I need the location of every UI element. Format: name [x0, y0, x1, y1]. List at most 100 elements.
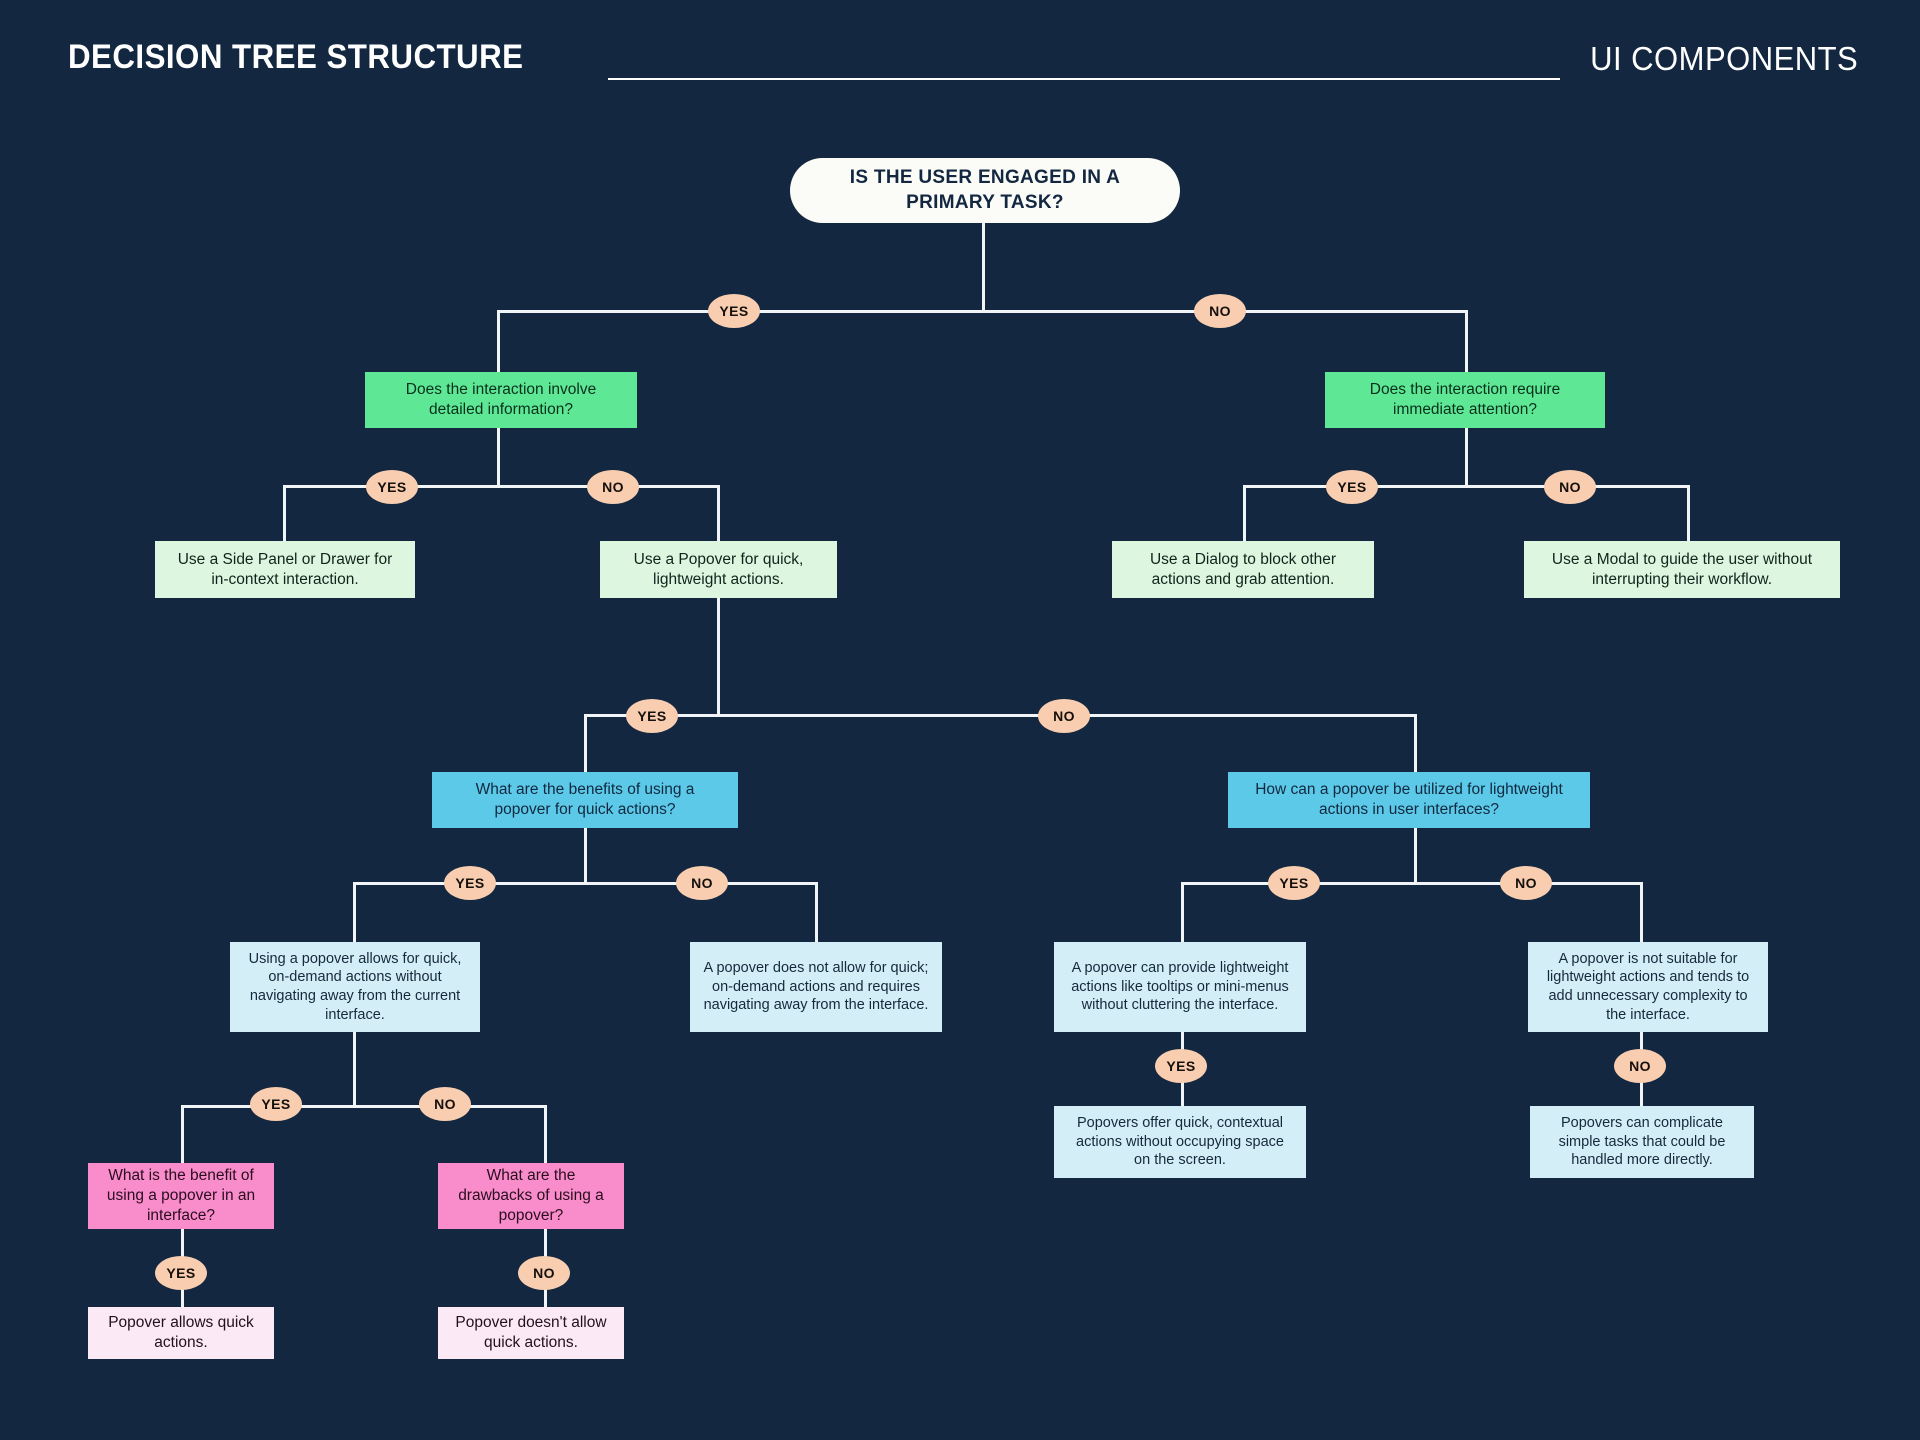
- badge-label: YES: [1166, 1058, 1196, 1074]
- node-text: Popovers offer quick, contextual actions…: [1076, 1115, 1284, 1169]
- connector: [1640, 882, 1643, 943]
- connector: [1687, 485, 1690, 542]
- connector: [353, 882, 356, 943]
- answer-popover-allows-quick[interactable]: Popover allows quick actions.: [88, 1307, 274, 1359]
- node-text: A popover can provide lightweight action…: [1071, 960, 1289, 1014]
- connector: [584, 714, 1416, 717]
- badge-yes[interactable]: YES: [444, 866, 496, 900]
- node-text: A popover does not allow for quick; on-d…: [703, 960, 929, 1014]
- answer-dialog[interactable]: Use a Dialog to block other actions and …: [1112, 541, 1374, 598]
- badge-label: NO: [533, 1265, 555, 1281]
- answer-popover[interactable]: Use a Popover for quick, lightweight act…: [600, 541, 837, 598]
- node-text: Using a popover allows for quick, on-dem…: [248, 950, 462, 1023]
- connector: [717, 598, 720, 716]
- badge-label: NO: [691, 875, 713, 891]
- badge-yes[interactable]: YES: [1268, 866, 1320, 900]
- badge-label: YES: [377, 479, 407, 495]
- connector: [1465, 428, 1468, 488]
- badge-yes[interactable]: YES: [1326, 470, 1378, 504]
- badge-label: YES: [166, 1265, 196, 1281]
- badge-no[interactable]: NO: [518, 1256, 570, 1290]
- badge-yes[interactable]: YES: [626, 699, 678, 733]
- question-popover-utilized[interactable]: How can a popover be utilized for lightw…: [1228, 772, 1590, 828]
- badge-no[interactable]: NO: [1038, 699, 1090, 733]
- connector: [584, 714, 587, 774]
- badge-yes[interactable]: YES: [366, 470, 418, 504]
- connector: [497, 310, 1468, 313]
- connector: [1181, 882, 1184, 943]
- answer-popover-doesnt-allow[interactable]: Popover doesn't allow quick actions.: [438, 1307, 624, 1359]
- badge-no[interactable]: NO: [419, 1087, 471, 1121]
- connector: [181, 1105, 546, 1108]
- badge-label: NO: [1559, 479, 1581, 495]
- node-text: What are the drawbacks of using a popove…: [458, 1167, 604, 1224]
- answer-complicate-tasks[interactable]: Popovers can complicate simple tasks tha…: [1530, 1106, 1754, 1178]
- answer-contextual-actions[interactable]: Popovers offer quick, contextual actions…: [1054, 1106, 1306, 1178]
- root-question-node[interactable]: IS THE USER ENGAGED IN A PRIMARY TASK?: [790, 158, 1180, 223]
- node-text: Popover doesn't allow quick actions.: [455, 1314, 607, 1351]
- badge-label: YES: [637, 708, 667, 724]
- badge-no[interactable]: NO: [1500, 866, 1552, 900]
- badge-no[interactable]: NO: [1614, 1049, 1666, 1083]
- badge-label: YES: [455, 875, 485, 891]
- node-text: Use a Modal to guide the user without in…: [1551, 550, 1813, 588]
- connector: [497, 310, 500, 373]
- connector: [1243, 485, 1246, 542]
- badge-no[interactable]: NO: [676, 866, 728, 900]
- badge-label: YES: [719, 303, 749, 319]
- badge-label: YES: [261, 1096, 291, 1112]
- badge-label: NO: [1209, 303, 1231, 319]
- badge-yes[interactable]: YES: [708, 294, 760, 328]
- node-text: A popover is not suitable for lightweigh…: [1546, 950, 1750, 1023]
- connector: [1414, 714, 1417, 774]
- node-text: What is the benefit of using a popover i…: [106, 1167, 256, 1224]
- node-text: Use a Dialog to block other actions and …: [1149, 550, 1337, 588]
- node-text: Does the interaction involve detailed in…: [405, 381, 597, 418]
- badge-yes[interactable]: YES: [250, 1087, 302, 1121]
- question-benefit-of-popover[interactable]: What is the benefit of using a popover i…: [88, 1163, 274, 1229]
- connector: [584, 828, 587, 883]
- answer-can-provide-lightweight[interactable]: A popover can provide lightweight action…: [1054, 942, 1306, 1032]
- question-popover-benefits[interactable]: What are the benefits of using a popover…: [432, 772, 738, 828]
- node-text: Use a Popover for quick, lightweight act…: [633, 550, 804, 588]
- connector: [283, 485, 286, 542]
- answer-side-panel[interactable]: Use a Side Panel or Drawer for in-contex…: [155, 541, 415, 598]
- connector: [717, 485, 720, 542]
- question-drawbacks-of-popover[interactable]: What are the drawbacks of using a popove…: [438, 1163, 624, 1229]
- header-subtitle: UI COMPONENTS: [1589, 40, 1858, 77]
- question-immediate-attention[interactable]: Does the interaction require immediate a…: [1325, 372, 1605, 428]
- node-text: What are the benefits of using a popover…: [475, 781, 695, 818]
- badge-yes[interactable]: YES: [1155, 1049, 1207, 1083]
- answer-does-not-allow[interactable]: A popover does not allow for quick; on-d…: [690, 942, 942, 1032]
- node-text: Does the interaction require immediate a…: [1369, 381, 1561, 418]
- connector: [544, 1105, 547, 1165]
- connector: [1243, 485, 1688, 488]
- header-divider: [608, 78, 1560, 80]
- badge-no[interactable]: NO: [587, 470, 639, 504]
- connector: [1181, 882, 1642, 885]
- connector: [982, 202, 985, 312]
- question-detailed-information[interactable]: Does the interaction involve detailed in…: [365, 372, 637, 428]
- badge-no[interactable]: NO: [1194, 294, 1246, 328]
- connector: [353, 882, 817, 885]
- badge-label: NO: [434, 1096, 456, 1112]
- badge-label: YES: [1337, 479, 1367, 495]
- connector: [181, 1105, 184, 1165]
- badge-label: NO: [1053, 708, 1075, 724]
- answer-not-suitable[interactable]: A popover is not suitable for lightweigh…: [1528, 942, 1768, 1032]
- node-text: Use a Side Panel or Drawer for in-contex…: [177, 550, 393, 588]
- badge-no[interactable]: NO: [1544, 470, 1596, 504]
- node-text: Popover allows quick actions.: [108, 1314, 254, 1351]
- answer-allows-quick-actions[interactable]: Using a popover allows for quick, on-dem…: [230, 942, 480, 1032]
- badge-label: NO: [1515, 875, 1537, 891]
- badge-yes[interactable]: YES: [155, 1256, 207, 1290]
- answer-modal[interactable]: Use a Modal to guide the user without in…: [1524, 541, 1840, 598]
- connector: [815, 882, 818, 943]
- node-text: Popovers can complicate simple tasks tha…: [1558, 1115, 1726, 1169]
- node-text: How can a popover be utilized for lightw…: [1255, 781, 1563, 818]
- connector: [1465, 310, 1468, 373]
- connector: [497, 428, 500, 488]
- badge-label: YES: [1279, 875, 1309, 891]
- connector: [1414, 828, 1417, 883]
